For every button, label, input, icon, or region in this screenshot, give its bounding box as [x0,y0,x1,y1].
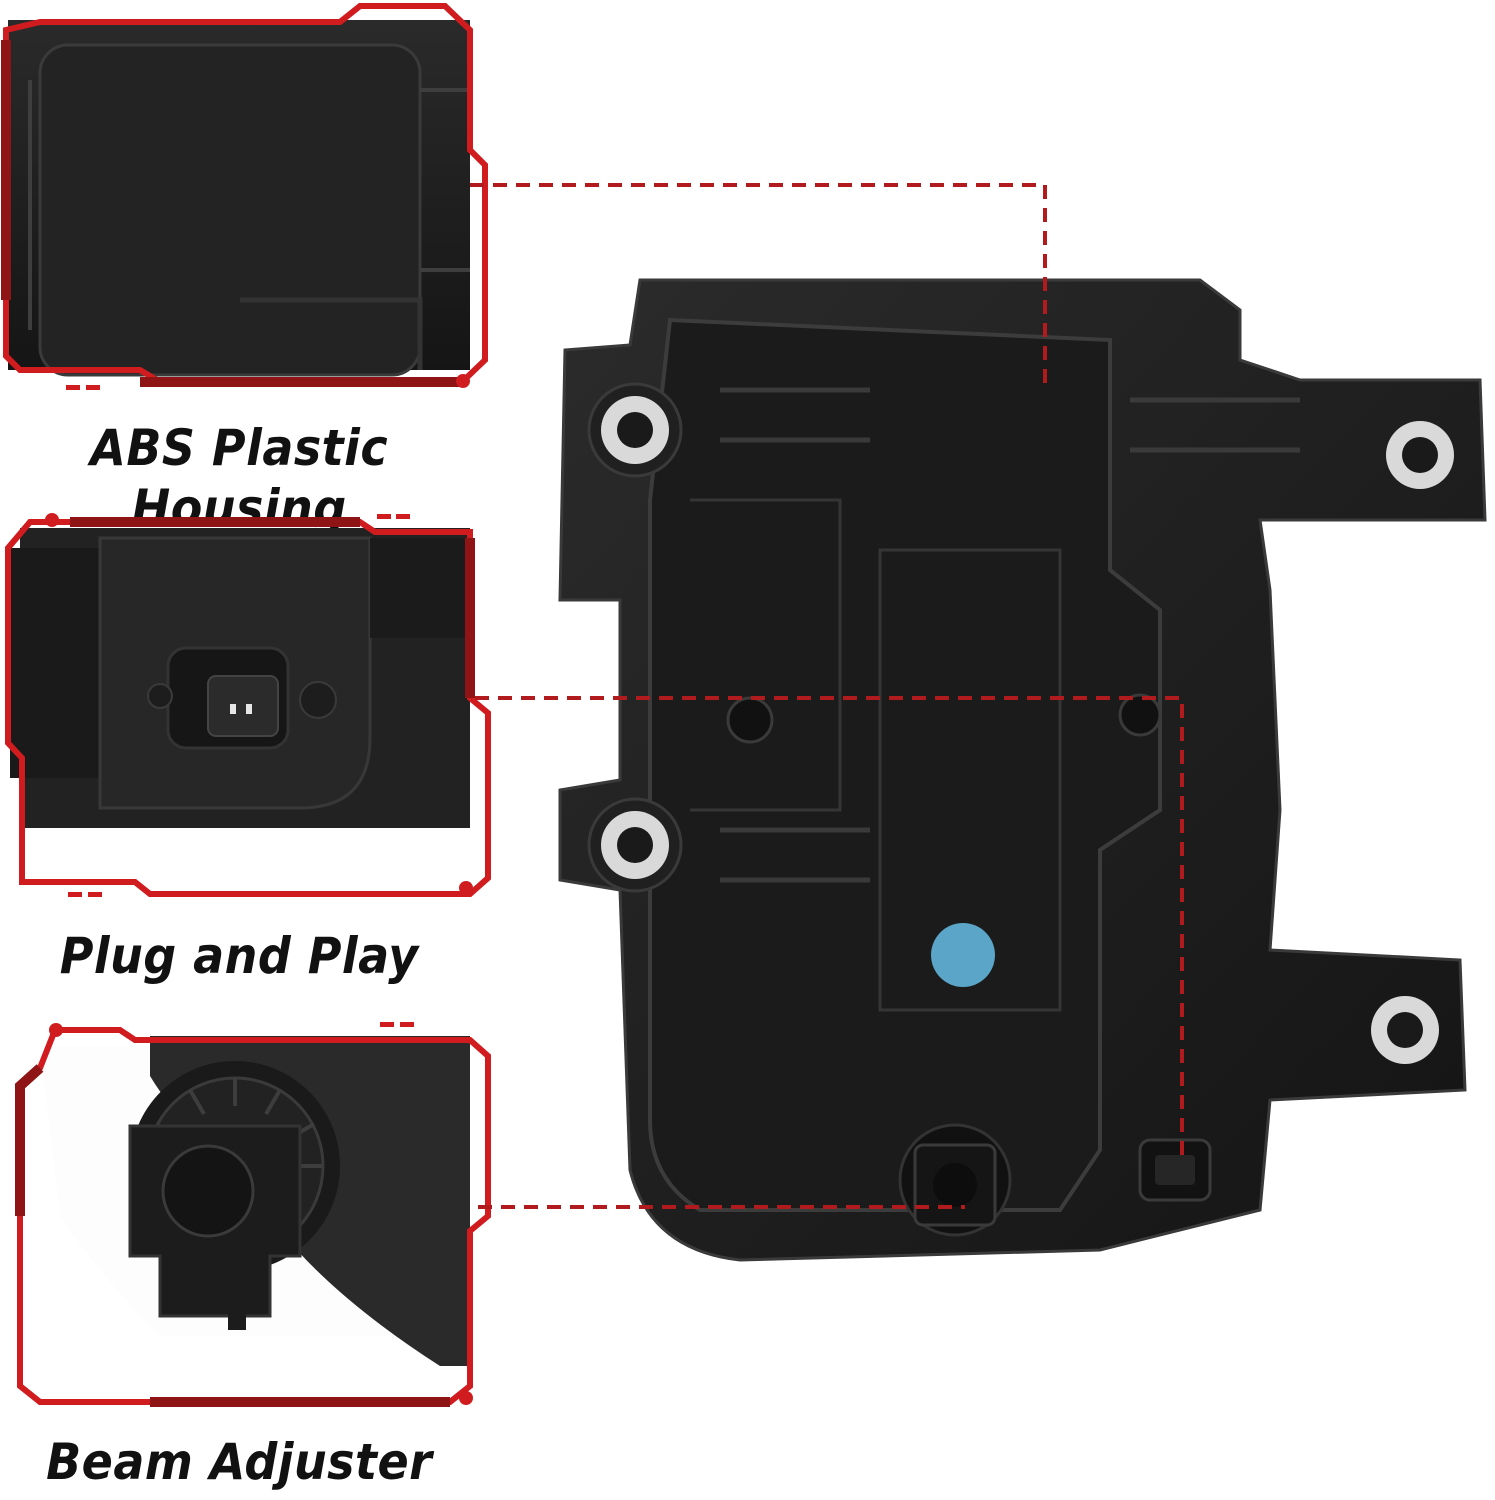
feature-panel-connector [0,508,500,908]
leader-line-housing [470,183,1047,390]
housing-closeup-image [1,2,488,390]
feature-panel-housing [0,0,500,400]
feature-caption-adjuster: Beam Adjuster [46,1433,433,1491]
connector-closeup-image [5,513,491,897]
adjuster-closeup-image [15,1022,491,1407]
feature-caption-housing: ABS Plastic Housing [90,419,389,537]
product-main-image [558,278,1487,1262]
leader-line-connector [475,696,1184,1160]
feature-caption-connector: Plug and Play [59,927,419,985]
feature-panel-adjuster [0,1016,500,1416]
